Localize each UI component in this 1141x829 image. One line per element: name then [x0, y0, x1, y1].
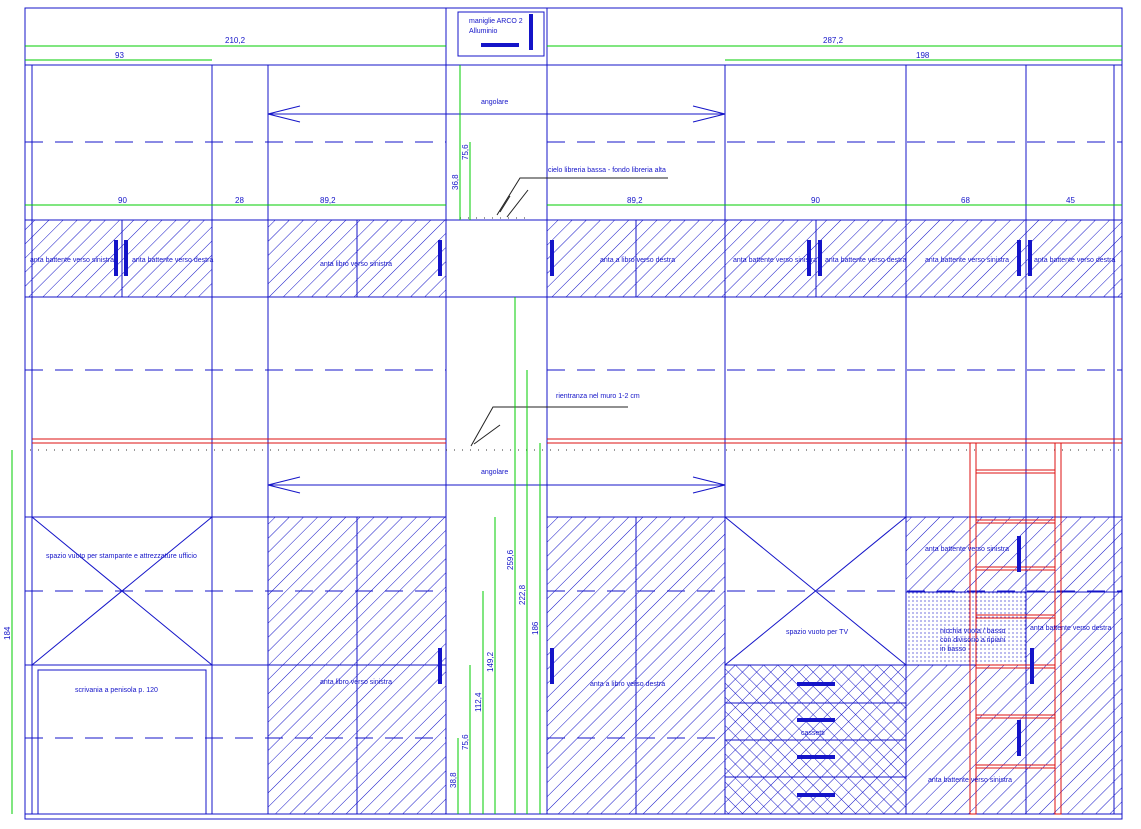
dim-top-right-part: 198	[916, 51, 930, 60]
note-angolare-top: angolare	[481, 99, 508, 106]
note-spazio-stampante: spazio vuoto per stampante e attrezzatur…	[46, 553, 197, 560]
dim-shelf-89-2-left: 89,2	[320, 196, 336, 205]
dim-top-right-total: 287,2	[823, 36, 844, 45]
dimension-labels: 210,2 287,2 93 198 90 28 89,2 89,2 90 68…	[3, 36, 1075, 788]
dim-v-36-8-top: 36,8	[451, 174, 460, 190]
dim-v-75-6-top: 75,6	[461, 144, 470, 160]
door-lower-3: anta battente verso sinistra	[925, 546, 1009, 553]
dim-shelf-90-right: 90	[811, 196, 820, 205]
note-cielo: cielo libreria bassa - fondo libreria al…	[548, 167, 666, 174]
note-rientranza: rientranza nel muro 1-2 cm	[556, 393, 640, 400]
title-text: maniglie ARCO 2 Alluminio	[469, 18, 523, 35]
door-upper-3: anta libro verso sinistra	[320, 261, 392, 268]
title-block	[457, 11, 545, 57]
handles	[114, 240, 1034, 797]
note-cassetti: cassetti	[801, 730, 825, 737]
red-worktop	[32, 438, 1122, 444]
dim-v-186: 186	[531, 621, 540, 635]
dim-v-75-6-bottom: 75,6	[461, 734, 470, 750]
dim-shelf-90-left: 90	[118, 196, 127, 205]
shelf-lines	[25, 141, 1122, 739]
niche-line-2: con divisorio a ripiani	[940, 637, 1006, 644]
door-upper-7: anta battente verso sinistra	[925, 257, 1009, 264]
niche-line-1: nicchia vuota / basso	[940, 628, 1005, 635]
dim-shelf-28: 28	[235, 196, 244, 205]
note-labels: angolare angolare cielo libreria bassa -…	[46, 99, 848, 737]
dim-shelf-45: 45	[1066, 196, 1075, 205]
door-lower-2: anta a libro verso destra	[590, 681, 665, 688]
angolare-arrows	[267, 105, 726, 494]
note-angolare-bottom: angolare	[481, 469, 508, 476]
dim-v-38-8-bottom: 38,8	[449, 772, 458, 788]
door-upper-8: anta battente verso destra	[1034, 257, 1115, 264]
sheet-border	[24, 7, 1123, 820]
dim-shelf-89-2-right: 89,2	[627, 196, 643, 205]
dim-top-left-total: 210,2	[225, 36, 246, 45]
door-upper-4: anta a libro verso destra	[600, 257, 675, 264]
horizontal-structure	[25, 64, 1122, 815]
dim-v-259-6: 259,6	[506, 549, 515, 570]
dim-top-left-first: 93	[115, 51, 124, 60]
desk-outline	[37, 669, 207, 815]
dim-v-112-4: 112,4	[474, 692, 483, 712]
leader-lines	[470, 177, 668, 447]
empty-space-crosses	[31, 516, 907, 666]
door-labels: anta battente verso sinistra anta batten…	[30, 257, 1115, 784]
note-scrivania: scrivania a penisola p. 120	[75, 687, 158, 694]
note-spazio-tv: spazio vuoto per TV	[786, 629, 848, 636]
dim-v-184: 184	[3, 626, 12, 640]
dim-v-222-8: 222,8	[518, 584, 527, 605]
title-line-2: Alluminio	[469, 28, 498, 35]
door-upper-5: anta battente verso sinistra	[733, 257, 817, 264]
door-lower-5: anta battente verso sinistra	[928, 777, 1012, 784]
dim-shelf-68: 68	[961, 196, 970, 205]
dim-v-149-2: 149,2	[486, 651, 495, 672]
door-lower-1: anta libro verso sinistra	[320, 679, 392, 686]
door-lower-4: anta battente verso destra	[1030, 625, 1111, 632]
library-ladder	[969, 442, 1062, 815]
title-line-1: maniglie ARCO 2	[469, 18, 523, 25]
door-upper-1: anta battente verso sinistra	[30, 257, 114, 264]
dimension-lines	[11, 45, 1122, 814]
door-upper-2: anta battente verso destra	[132, 257, 213, 264]
door-upper-6: anta battente verso destra	[825, 257, 906, 264]
niche-line-3: in basso	[940, 646, 966, 653]
